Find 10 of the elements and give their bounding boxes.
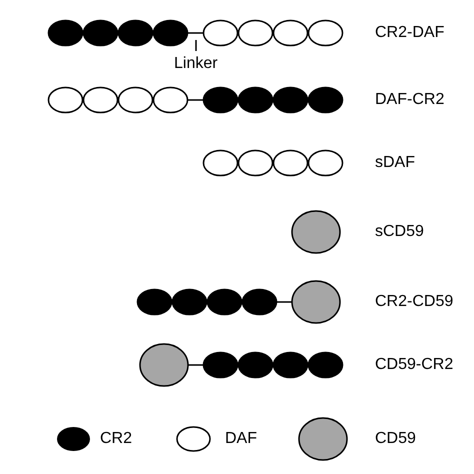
construct-label: CD59-CR2 <box>375 357 454 373</box>
construct-label: CR2-DAF <box>375 25 444 41</box>
construct-label: DAF-CR2 <box>375 92 444 108</box>
construct-label: CR2-CD59 <box>375 294 454 310</box>
legend-label: DAF <box>225 431 257 447</box>
construct-label: sCD59 <box>375 224 424 240</box>
legend-label: CR2 <box>100 431 132 447</box>
construct-label: sDAF <box>375 155 415 171</box>
legend-label: CD59 <box>375 431 416 447</box>
linker-label: Linker <box>174 56 218 72</box>
